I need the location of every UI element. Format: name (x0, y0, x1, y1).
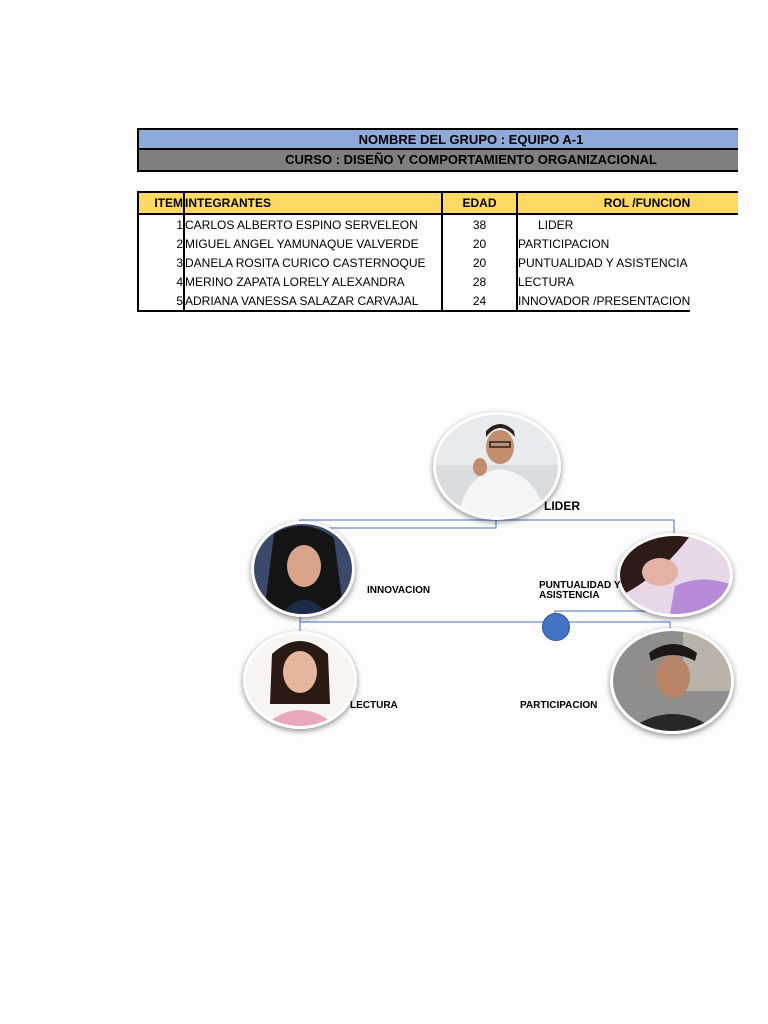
cell-name: ADRIANA VANESSA SALAZAR CARVAJAL (184, 291, 443, 312)
cell-name: MIGUEL ANGEL YAMUNAQUE VALVERDE (184, 234, 443, 253)
group-title-bar: NOMBRE DEL GRUPO : EQUIPO A-1 (137, 128, 738, 150)
members-table: ITEM INTEGRANTES EDAD ROL /FUNCION 1 CAR… (137, 191, 691, 312)
punctuality-photo (617, 533, 733, 617)
cell-age: 28 (442, 272, 518, 291)
person-icon (254, 524, 352, 614)
person-icon (620, 536, 730, 614)
header-role: ROL /FUNCION (517, 191, 691, 215)
cell-role: LECTURA (518, 274, 575, 289)
cell-age: 38 (442, 214, 518, 234)
cell-item: 2 (137, 234, 185, 253)
innovation-photo (251, 521, 355, 617)
course-title: CURSO : DISEÑO Y COMPORTAMIENTO ORGANIZA… (285, 152, 657, 167)
table-row: 3 DANELA ROSITA CURICO CASTERNOQUE 20 PU… (137, 253, 690, 272)
connector-innovation (299, 610, 555, 623)
punctuality-label-line2: ASISTENCIA (539, 590, 600, 601)
person-icon (246, 634, 354, 726)
table-row: 4 MERINO ZAPATA LORELY ALEXANDRA 28 LECT… (137, 272, 690, 291)
group-title-overflow (665, 130, 738, 148)
cell-age: 20 (442, 234, 518, 253)
table-row: 1 CARLOS ALBERTO ESPINO SERVELEON 38 LID… (137, 214, 690, 234)
cell-role: PUNTUALIDAD Y ASISTENCIA (518, 255, 688, 270)
cell-role: INNOVADOR /PRESENTACION (517, 291, 691, 312)
participation-label: PARTICIPACION (520, 700, 598, 711)
table-row: 5 ADRIANA VANESSA SALAZAR CARVAJAL 24 IN… (137, 291, 691, 312)
header-age: EDAD (442, 191, 518, 215)
reading-label: LECTURA (350, 700, 398, 711)
cell-item: 1 (137, 214, 185, 234)
cell-role: LIDER (538, 217, 574, 232)
header-item: ITEM (137, 191, 185, 215)
cell-item: 3 (137, 253, 185, 272)
table-row: 2 MIGUEL ANGEL YAMUNAQUE VALVERDE 20 PAR… (137, 234, 690, 253)
cell-item: 4 (137, 272, 185, 291)
course-title-overflow (665, 150, 738, 170)
group-title: NOMBRE DEL GRUPO : EQUIPO A-1 (358, 132, 584, 147)
cell-name: MERINO ZAPATA LORELY ALEXANDRA (184, 272, 443, 291)
cell-role: PARTICIPACION (518, 236, 610, 251)
cell-item: 5 (137, 291, 185, 312)
person-icon (613, 631, 731, 731)
connector-node (542, 613, 570, 641)
punctuality-label-line1: PUNTUALIDAD Y (539, 580, 621, 591)
innovation-label: INNOVACION (367, 585, 431, 596)
person-icon (436, 415, 558, 517)
cell-age: 20 (442, 253, 518, 272)
table-header-row: ITEM INTEGRANTES EDAD ROL /FUNCION (137, 191, 691, 215)
reading-photo (243, 631, 357, 729)
course-title-bar: CURSO : DISEÑO Y COMPORTAMIENTO ORGANIZA… (137, 150, 738, 172)
leader-label: LIDER (544, 499, 580, 513)
cell-name: CARLOS ALBERTO ESPINO SERVELEON (184, 214, 443, 234)
participation-photo (610, 628, 734, 734)
header-members: INTEGRANTES (184, 191, 443, 215)
cell-name: DANELA ROSITA CURICO CASTERNOQUE (184, 253, 443, 272)
leader-photo (433, 412, 561, 520)
cell-age: 24 (442, 291, 518, 312)
